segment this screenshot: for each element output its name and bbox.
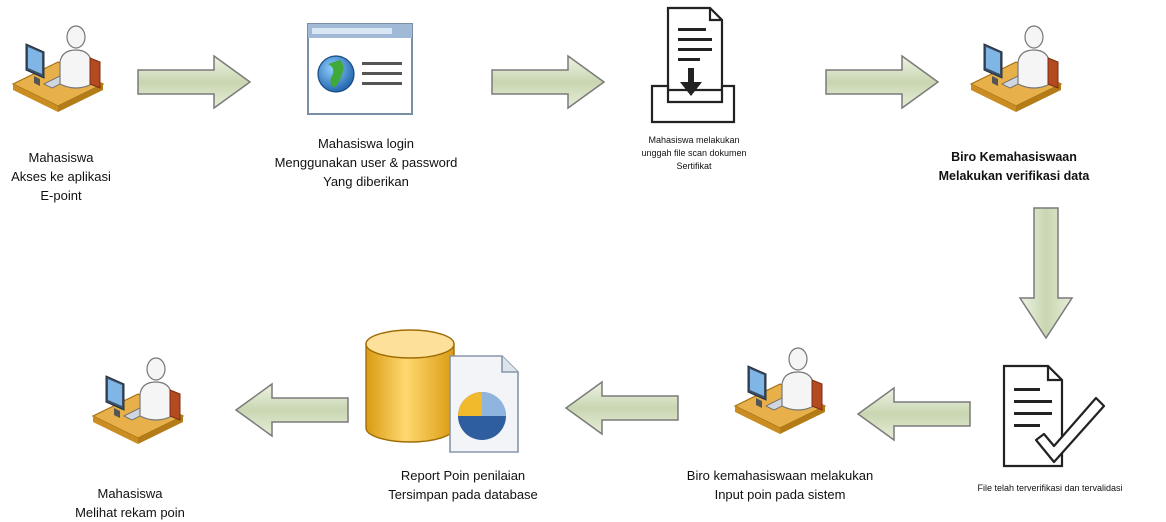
arrow-down — [1018, 207, 1074, 340]
step-6-line-2: Input poin pada sistem — [714, 487, 846, 502]
document-upload-tray-icon — [650, 6, 736, 124]
user-at-computer-icon — [970, 25, 1062, 113]
user-at-computer-icon — [12, 25, 104, 113]
browser-window-globe-icon — [307, 23, 413, 115]
step-2-line-1: Mahasiswa login — [317, 136, 415, 151]
step-4-caption: Biro Kemahasiswaan Melakukan verifikasi … — [914, 148, 1114, 186]
step-8-line-1: Mahasiswa — [97, 486, 163, 501]
step-3-line-3: Sertifikat — [676, 161, 712, 171]
step-6-line-1: Biro kemahasiswaan melakukan — [686, 468, 874, 483]
step-7-line-1: Report Poin penilaian — [400, 468, 526, 483]
step-4-line-1: Biro Kemahasiswaan — [951, 150, 1077, 164]
user-at-computer-icon — [92, 357, 184, 445]
database-report-icon — [365, 329, 519, 453]
arrow-right-2 — [491, 54, 606, 110]
arrow-left-4 — [856, 386, 971, 442]
step-1-caption: Mahasiswa Akses ke aplikasi E-point — [0, 148, 122, 205]
document-checkmark-icon — [1002, 364, 1106, 468]
step-7-caption: Report Poin penilaian Tersimpan pada dat… — [358, 466, 568, 504]
step-5-caption: File telah terverifikasi dan tervalidasi — [934, 482, 1166, 495]
step-4-line-2: Melakukan verifikasi data — [938, 169, 1090, 183]
step-8-caption: Mahasiswa Melihat rekam poin — [60, 484, 200, 522]
arrow-left-5 — [564, 380, 679, 436]
step-5-line-1: File telah terverifikasi dan tervalidasi — [977, 483, 1123, 493]
step-1-line-3: E-point — [40, 188, 82, 203]
step-2-line-3: Yang diberikan — [323, 174, 409, 189]
user-at-computer-icon — [734, 347, 826, 435]
step-8-line-2: Melihat rekam poin — [75, 505, 185, 520]
arrow-left-6 — [234, 382, 349, 438]
step-7-line-2: Tersimpan pada database — [388, 487, 538, 502]
step-6-caption: Biro kemahasiswaan melakukan Input poin … — [660, 466, 900, 504]
step-2-line-2: Menggunakan user & password — [274, 155, 458, 170]
step-3-line-1: Mahasiswa melakukan — [648, 135, 740, 145]
arrow-right-3 — [825, 54, 940, 110]
step-3-line-2: unggah file scan dokumen — [641, 148, 747, 158]
step-2-caption: Mahasiswa login Menggunakan user & passw… — [256, 134, 476, 191]
step-1-line-2: Akses ke aplikasi — [11, 169, 111, 184]
step-3-caption: Mahasiswa melakukan unggah file scan dok… — [624, 134, 764, 173]
step-1-line-1: Mahasiswa — [28, 150, 94, 165]
arrow-right-1 — [137, 54, 252, 110]
